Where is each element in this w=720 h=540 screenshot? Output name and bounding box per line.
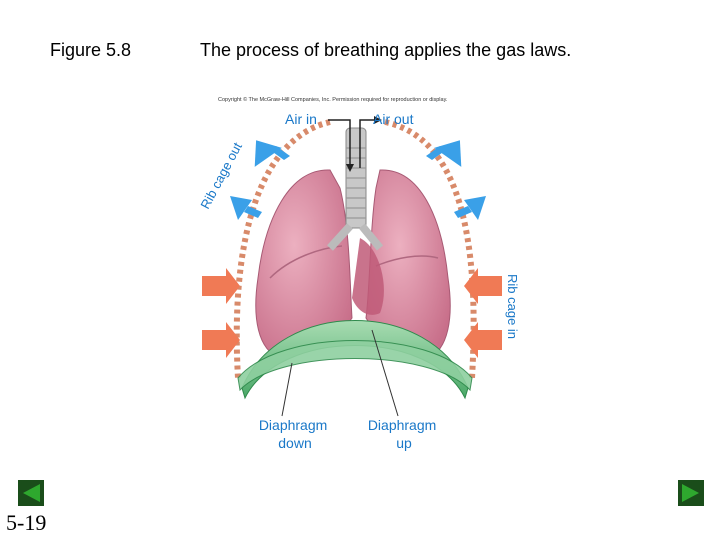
figure-label: Figure 5.8 [50,40,132,60]
heart [352,238,384,315]
air-in-arrowhead [346,164,354,172]
page-number: 5-19 [6,510,47,535]
triangle-right-icon [682,484,699,502]
air-out-label: Air out [373,111,414,127]
air-in-label: Air in [285,111,317,127]
rib-cage-out-arrows [230,140,486,220]
diaphragm-up-label: Diaphragm up [368,417,440,451]
diaphragm-down [237,340,473,392]
air-out-arrow [359,119,376,168]
air-out-arrowhead [374,116,382,124]
diaphragm-up-leader [371,329,399,417]
diaphragm-down-leader [281,362,293,417]
diaphragm-down-label: Diaphragm down [259,417,331,451]
rib-cage-in-label: Rib cage in [505,274,520,339]
rib-cage-in-arrows [202,268,502,358]
rib-cage-left [233,119,331,379]
lung-fissure [375,255,439,267]
air-in-arrow [328,119,351,168]
figure-title: The process of breathing applies the gas… [200,40,572,60]
previous-slide-button[interactable] [18,480,44,506]
copyright-notice: Copyright © The McGraw-Hill Companies, I… [218,96,448,103]
triangle-left-icon [23,484,40,502]
breathing-diagram: Copyright © The McGraw-Hill Companies, I… [197,96,520,451]
bronchi [327,223,384,251]
next-slide-button[interactable] [678,480,704,506]
